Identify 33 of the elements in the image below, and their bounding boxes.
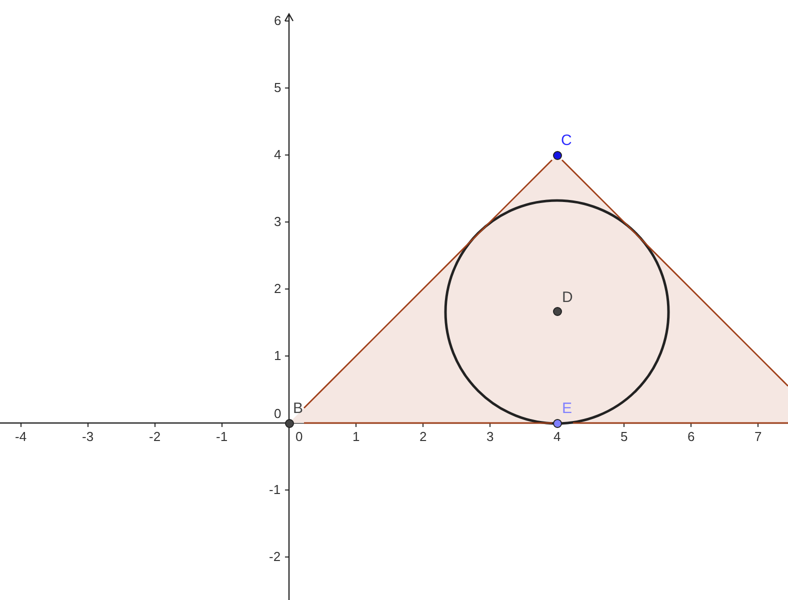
tick-label: -1 [216, 430, 228, 444]
tick-label: 3 [486, 430, 494, 444]
point-label: D [562, 290, 573, 306]
tick-label: 0 [296, 430, 303, 444]
point [284, 400, 304, 428]
triangle-side [303, 159, 553, 409]
point [552, 288, 573, 317]
tick-label: -2 [269, 550, 281, 564]
tick-label: 6 [274, 14, 282, 28]
tick-label: -2 [149, 430, 161, 444]
tick-label: -3 [82, 430, 94, 444]
triangle-side [573, 422, 788, 424]
triangle-side [561, 159, 788, 387]
tick-label: 3 [274, 215, 282, 229]
point-label: B [293, 401, 304, 417]
point-label: E [562, 401, 572, 417]
point [552, 132, 572, 160]
tick-label: 2 [274, 282, 282, 296]
point-label: C [561, 133, 572, 149]
tick-label: 5 [620, 430, 628, 444]
tick-label: -1 [269, 483, 281, 497]
tick-label: 1 [274, 349, 282, 363]
tick-label: 0 [274, 407, 282, 421]
point [552, 400, 573, 428]
tick-label: 2 [420, 430, 427, 444]
tick-label: 1 [352, 430, 360, 444]
tick-label: 5 [274, 81, 282, 95]
tick-label: 4 [554, 430, 561, 444]
tick-label: -4 [15, 430, 27, 444]
tick-label: 6 [688, 430, 695, 444]
tick-label: 7 [754, 430, 762, 444]
tick-label: 4 [274, 148, 282, 162]
triangle-side [304, 422, 552, 424]
